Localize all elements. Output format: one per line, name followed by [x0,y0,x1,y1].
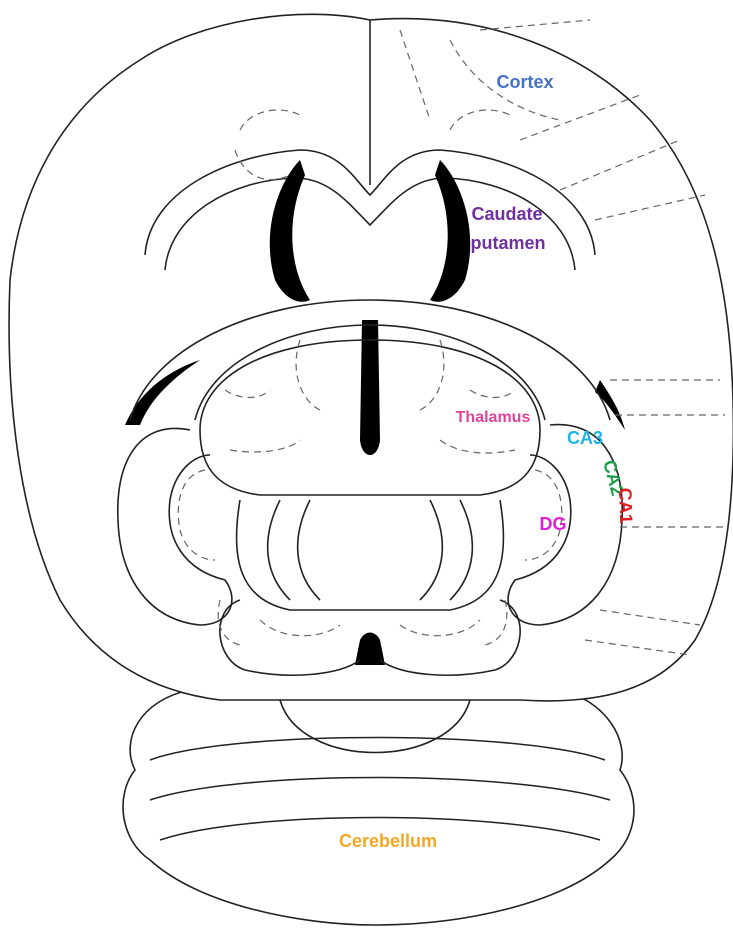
cerebellum-outline [123,690,634,925]
label-cerebellum: Cerebellum [339,831,437,851]
label-thalamus: Thalamus [456,409,531,426]
label-caudate: Caudate [471,204,542,224]
label-cortex: Cortex [496,72,553,92]
label-dg: DG [540,514,567,534]
label-ca3: CA3 [567,428,603,448]
label-ca1: CA1 [615,487,636,524]
label-putamen: putamen [470,233,545,253]
